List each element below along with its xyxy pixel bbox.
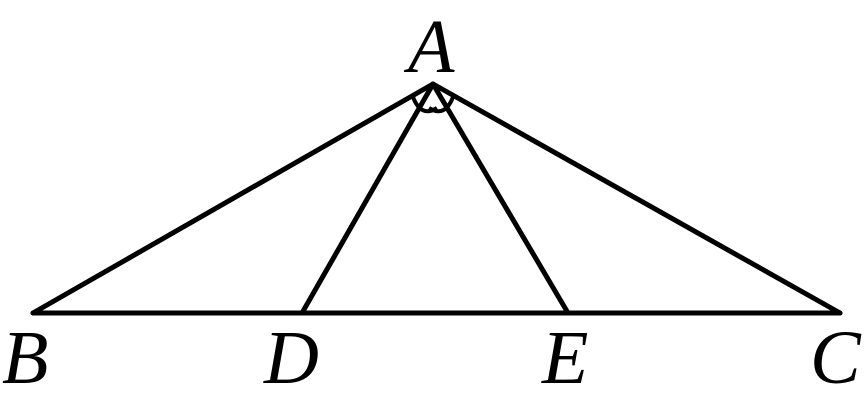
segment-ad — [299, 81, 436, 316]
angle-mark-right — [427, 96, 455, 114]
segment-ae — [430, 81, 571, 316]
segment-ab — [30, 81, 436, 316]
label-b: B — [2, 316, 48, 400]
label-c: C — [810, 316, 862, 400]
label-e: E — [541, 316, 588, 400]
label-d: D — [263, 316, 319, 400]
label-a: A — [403, 5, 455, 89]
segment-ac — [430, 81, 843, 316]
